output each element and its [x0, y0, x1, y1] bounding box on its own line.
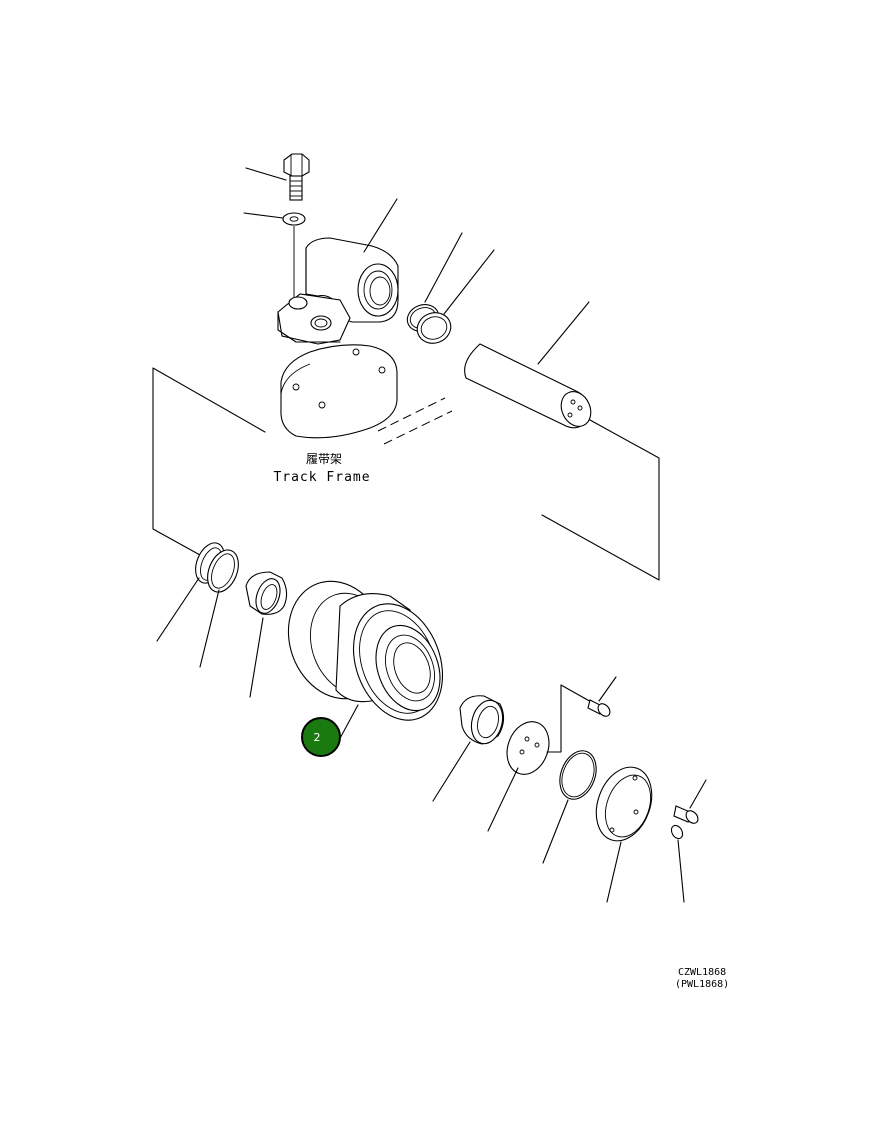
leader-line-shaft — [537, 301, 590, 365]
leader-line-ring — [424, 232, 463, 303]
leader-line-bracket — [363, 198, 398, 253]
bushing-part — [245, 571, 288, 615]
washer-part — [282, 212, 306, 226]
leader-line-o-ring — [542, 799, 569, 864]
leader-line-roller — [337, 704, 359, 743]
o-ring-part — [559, 750, 597, 800]
drawing-code-secondary: (PWL1868) — [675, 979, 729, 990]
seal-ring-part — [416, 312, 452, 344]
leader-line-screw — [598, 676, 617, 702]
group-bracket-screw — [546, 684, 594, 753]
leader-line-cover — [606, 841, 622, 903]
leader-line-bushing — [249, 617, 264, 698]
track-roller-part — [287, 580, 444, 721]
screw-part — [587, 699, 611, 717]
track-frame-label-en: Track Frame — [273, 470, 370, 485]
leader-line-seal-ring — [443, 249, 495, 315]
lower-seal-ring-part — [207, 549, 239, 593]
leader-line-plate — [487, 767, 519, 832]
dashed-line-frame-2 — [383, 410, 453, 445]
track-frame-label-cn: 履带架 — [306, 452, 342, 466]
track-frame-pad — [280, 344, 398, 439]
cover-bolt-part — [673, 805, 699, 824]
callout-number: 2 — [314, 731, 321, 744]
group-bracket-right — [541, 419, 660, 581]
callout-badge[interactable]: 2 — [301, 717, 341, 757]
cover-part — [595, 766, 653, 842]
group-bracket-left — [152, 367, 266, 556]
dashed-line-frame-1 — [377, 397, 446, 432]
support-bracket-part — [277, 237, 399, 345]
leader-line-lock-washer — [677, 839, 685, 903]
collar-part — [459, 695, 505, 745]
leader-line-bolt — [245, 167, 287, 181]
leader-line-washer — [243, 212, 284, 219]
lock-washer-part — [670, 824, 684, 840]
bolt-part — [283, 153, 310, 201]
plate-part — [506, 721, 550, 775]
leader-line-lower-ring — [156, 577, 200, 642]
leader-line-cover-bolt — [689, 779, 707, 809]
leader-line-collar — [432, 741, 471, 802]
shaft-part — [464, 343, 592, 429]
drawing-code: CZWL1868 — [678, 967, 726, 978]
leader-line-lower-seal — [199, 589, 220, 668]
